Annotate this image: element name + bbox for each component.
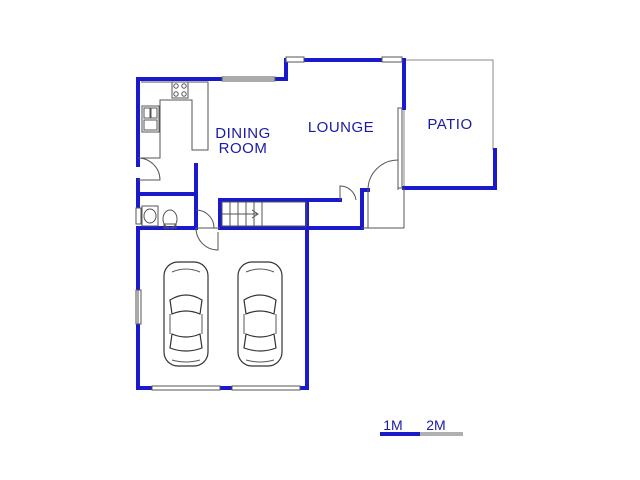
toilet-icon (162, 209, 178, 229)
stove-icon (171, 81, 189, 99)
basin-icon (141, 205, 159, 227)
scale-label-1m: 1M (383, 417, 402, 433)
car-icon (237, 261, 283, 367)
car-icon (163, 261, 209, 367)
kitchen-counters (141, 81, 209, 159)
scale-label-2m: 2M (426, 417, 445, 433)
patio-label: PATIO (427, 116, 472, 133)
dining-room-label-line1: DINING (215, 125, 271, 142)
dining-room-label-line2: ROOM (219, 140, 268, 157)
windows (135, 56, 403, 391)
scale-bar: 1M 2M (380, 417, 463, 436)
guest-toilet (141, 205, 178, 229)
doors (137, 107, 405, 251)
staircase-icon (221, 201, 307, 227)
interior-walls (136, 163, 370, 230)
lounge-label: LOUNGE (308, 119, 374, 136)
kitchen-sink-icon (141, 105, 160, 133)
